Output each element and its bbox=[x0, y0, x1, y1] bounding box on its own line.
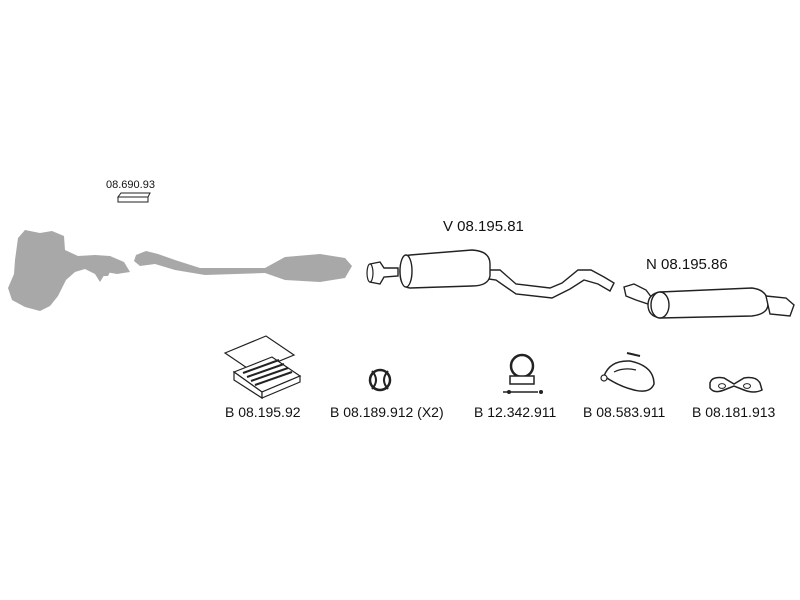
catalytic-converter bbox=[134, 251, 352, 282]
middle-silencer-label: V 08.195.81 bbox=[443, 218, 524, 235]
part-label-rubber-strip: B 08.181.913 bbox=[692, 404, 776, 420]
part-label-mounting-kit: B 08.195.92 bbox=[225, 404, 301, 420]
exhaust-manifold bbox=[8, 230, 130, 311]
rubber-hanger-icon bbox=[600, 352, 655, 392]
rear-silencer bbox=[623, 283, 795, 319]
pipe-clamp-icon bbox=[503, 353, 543, 394]
part-label-rubber-hanger: B 08.583.911 bbox=[583, 404, 666, 420]
gasket-part bbox=[117, 192, 151, 203]
rubber-ring-icon bbox=[368, 368, 392, 392]
mounting-kit-box-icon bbox=[223, 335, 302, 400]
part-label-pipe-clamp: B 12.342.911 bbox=[474, 404, 557, 420]
rear-silencer-label: N 08.195.86 bbox=[646, 256, 728, 273]
rubber-strip-icon bbox=[709, 376, 763, 393]
gasket-code-label: 08.690.93 bbox=[106, 179, 155, 191]
part-label-rubber-ring: B 08.189.912 (X2) bbox=[330, 404, 444, 420]
middle-silencer bbox=[366, 249, 615, 299]
